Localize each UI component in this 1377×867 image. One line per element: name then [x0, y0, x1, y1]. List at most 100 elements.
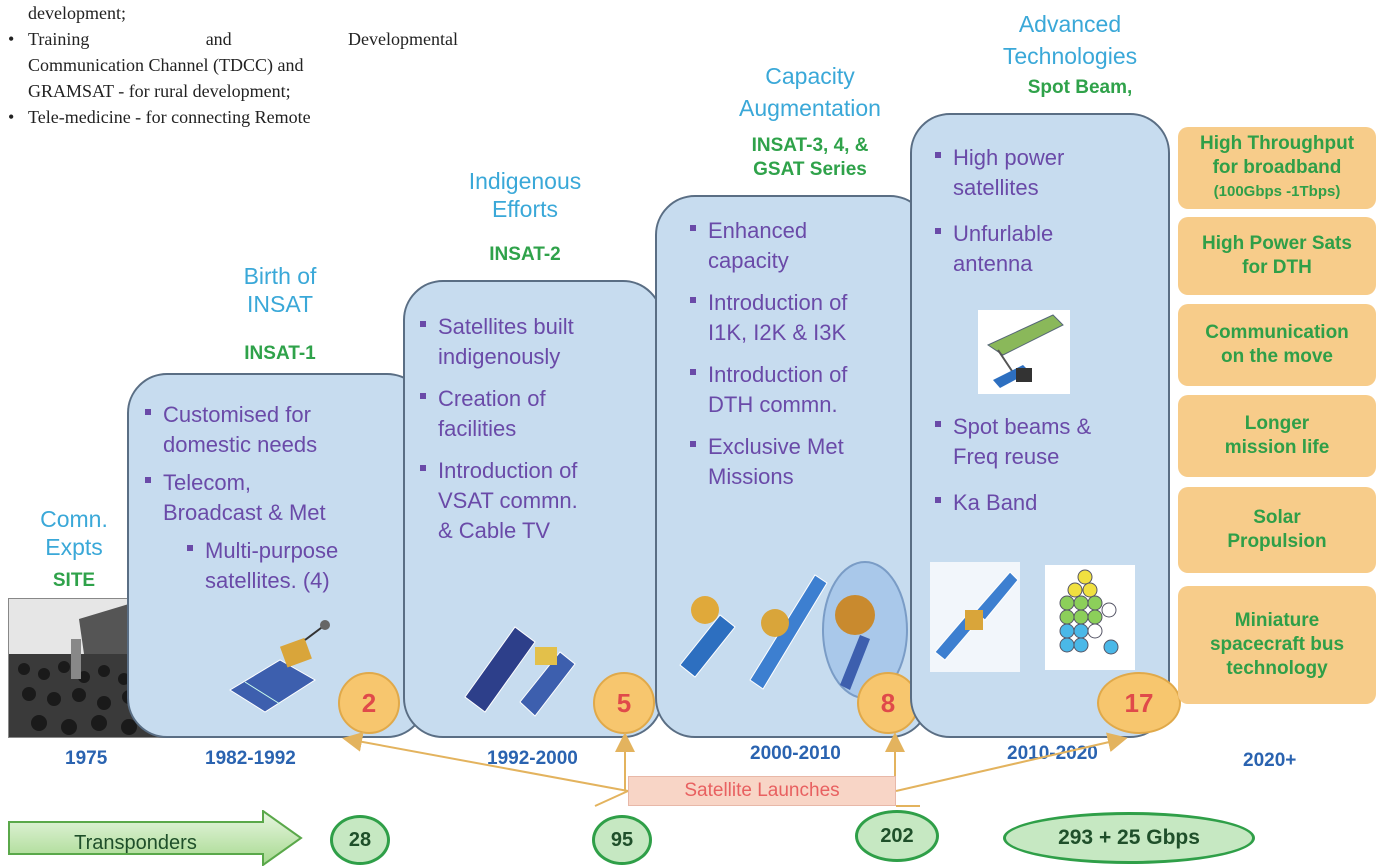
era-series-advanced: Spot Beam,	[1027, 77, 1133, 98]
intro-word: and	[205, 29, 232, 49]
intro-line: development;	[28, 3, 126, 23]
era-heading-insat3: Capacity Augmentation	[700, 62, 920, 122]
bullet-item: Ka Band	[935, 488, 1170, 518]
bullet-marker	[145, 477, 151, 484]
bullet-continuation: facilities	[438, 416, 517, 441]
bullet-item: Spot beams &	[935, 412, 1170, 442]
intro-word: Developmental	[348, 29, 458, 49]
era-series-insat2: INSAT-2	[489, 244, 561, 265]
bullet-continuation: I1K, I2K & I3K	[708, 320, 847, 345]
bullet-marker	[420, 321, 426, 328]
bullet-continuation: domestic needs	[163, 432, 318, 457]
year-1982-1992: 1982-1992	[205, 748, 296, 769]
future-box-mission-life: Longer mission life	[1178, 395, 1376, 477]
future-box-line: (100Gbps -1Tbps)	[1213, 183, 1341, 200]
era-series-insat1: INSAT-1	[244, 343, 316, 364]
future-box-line: Propulsion	[1227, 531, 1327, 552]
bullet-continuation: indigenously	[438, 344, 561, 369]
bullet-item: Customised for	[145, 400, 420, 430]
satellite-icon	[229, 620, 330, 713]
era-bullets-insat3: Enhanced capacity Introduction of I1K, I…	[690, 216, 930, 492]
era-heading-line: Advanced	[1018, 11, 1122, 37]
satellite-icon	[978, 310, 1070, 394]
intro-bullet-telemedicine: •Tele-medicine - for connecting Remote	[8, 107, 311, 127]
era-heading-advanced: Advanced Technologies	[980, 10, 1160, 70]
era-series-site: SITE	[52, 570, 96, 591]
bullet-marker	[420, 393, 426, 400]
future-box-line: for broadband	[1212, 157, 1342, 178]
bullet-continuation: satellites. (4)	[205, 568, 330, 593]
bullet-continuation: Broadcast & Met	[163, 500, 326, 525]
bullet-continuation: DTH commn.	[708, 392, 838, 417]
era-series-line: INSAT-3, 4, &	[751, 135, 869, 156]
era-heading-line: Expts	[45, 534, 103, 560]
satellite-icon	[930, 562, 1020, 672]
bullet-continuation: VSAT commn.	[438, 488, 578, 513]
future-box-line: Miniature	[1234, 610, 1320, 631]
bullet-marker	[935, 228, 941, 235]
bullet-item: Exclusive Met	[690, 432, 930, 462]
bullet-marker	[420, 465, 426, 472]
bullet-item: Telecom,	[145, 468, 420, 498]
intro-line: GRAMSAT - for rural development;	[28, 81, 291, 101]
future-box-line: spacecraft bus	[1209, 634, 1345, 655]
year-1992-2000: 1992-2000	[487, 748, 578, 769]
era-heading-line: Technologies	[1002, 43, 1138, 69]
spot-beam-icon	[1045, 565, 1135, 670]
launch-count-badge: 8	[857, 672, 919, 734]
launch-count-badge: 2	[338, 672, 400, 734]
era-panel-insat2	[403, 280, 663, 738]
future-box-line: Communication	[1205, 322, 1349, 343]
bullet-item: Introduction of	[690, 288, 930, 318]
bullet-continuation: antenna	[953, 251, 1033, 276]
bullet-continuation: Freq reuse	[953, 444, 1060, 469]
bullet-marker	[690, 441, 696, 448]
bullet-continuation: Missions	[708, 464, 794, 489]
future-box-line: High Throughput	[1199, 133, 1355, 154]
satellite-icon	[464, 626, 576, 717]
era-bullets-advanced: High power satellites Unfurlable antenna	[935, 143, 1170, 279]
transponder-count: 202	[855, 810, 939, 862]
bullet-marker	[690, 297, 696, 304]
year-2000-2010: 2000-2010	[750, 743, 841, 764]
future-box-solar: Solar Propulsion	[1178, 487, 1376, 573]
year-2010-2020: 2010-2020	[1007, 743, 1098, 764]
intro-bullet-tdcc: •Training and Developmental	[8, 26, 458, 52]
bullet-continuation: & Cable TV	[438, 518, 551, 543]
era-heading-line: Efforts	[491, 196, 559, 222]
era-heading-line: Indigenous	[468, 168, 582, 194]
era-bullets-insat1: Customised for domestic needs Telecom, B…	[145, 400, 420, 596]
launch-count-badge: 17	[1097, 672, 1181, 734]
intro-line: Tele-medicine - for connecting Remote	[28, 107, 311, 127]
future-box-line: Longer	[1244, 413, 1310, 434]
era-heading-insat1: Birth of INSAT	[210, 262, 350, 318]
bullet-continuation: satellites	[953, 175, 1039, 200]
future-box-line: on the move	[1221, 346, 1333, 367]
future-box-line: Solar	[1253, 507, 1301, 528]
transponders-label: Transponders	[74, 832, 197, 854]
bullet-marker	[935, 497, 941, 504]
bullet-item: High power	[935, 143, 1170, 173]
bullet-marker	[935, 421, 941, 428]
intro-text: development; •Training and Developmental…	[8, 0, 458, 130]
bullet-marker	[145, 409, 151, 416]
future-box-line: High Power Sats	[1202, 233, 1352, 254]
year-1975: 1975	[65, 748, 108, 769]
future-box-line: mission life	[1224, 437, 1330, 458]
future-box-line: technology	[1226, 658, 1328, 679]
era-series-insat3: INSAT-3, 4, & GSAT Series	[700, 134, 920, 182]
bullet-item: Creation of	[420, 384, 660, 414]
intro-line: Communication Channel (TDCC) and	[28, 55, 304, 75]
transponders-arrow	[8, 810, 303, 866]
bullet-continuation: capacity	[708, 248, 789, 273]
future-box-high-power: High Power Sats for DTH	[1178, 217, 1376, 295]
transponder-count: 95	[592, 815, 652, 865]
transponder-count: 28	[330, 815, 390, 865]
bullet-item: Multi-purpose	[145, 536, 420, 566]
transponder-count: 293 + 25 Gbps	[1003, 812, 1255, 864]
satellite-icon	[679, 561, 908, 699]
intro-word: Training	[28, 29, 90, 49]
bullet-marker	[187, 545, 193, 552]
bullet-marker	[690, 369, 696, 376]
